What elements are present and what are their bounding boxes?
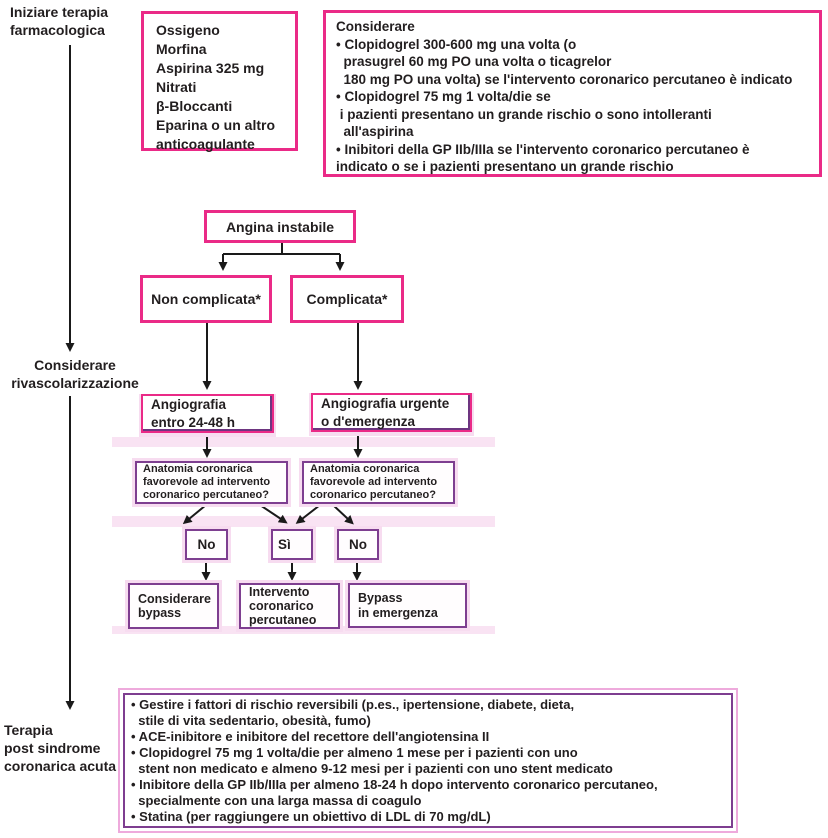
node-label: Complicata* <box>306 291 388 307</box>
label-text: Terapia <box>4 722 53 738</box>
med-item: Nitrati <box>156 79 197 95</box>
med-item: Eparina o un altro <box>156 117 276 133</box>
consider-line: • Inibitori della GP IIb/IIIa se l'inter… <box>336 141 750 157</box>
label-text: Considerare <box>34 357 116 373</box>
node-considerare-bypass: Considerare bypass <box>128 583 219 629</box>
node-non-complicata: Non complicata* <box>140 275 272 323</box>
node-label: No <box>197 536 216 552</box>
node-line: coronarico percutaneo? <box>143 489 269 501</box>
node-anatomia-right: Anatomia coronarica favorevole ad interv… <box>302 461 455 504</box>
node-label: Sì <box>278 536 291 552</box>
plan-line: • Inibitore della GP IIb/IIIa per almeno… <box>131 777 658 792</box>
node-label: Angina instabile <box>225 218 335 235</box>
consider-line: 180 mg PO una volta) se l'intervento cor… <box>336 71 793 87</box>
node-line: bypass <box>138 606 182 620</box>
node-angiografia-24-48: Angiografia entro 24-48 h <box>141 394 274 433</box>
node-line: favorevole ad intervento <box>310 476 438 488</box>
arrow-anatomy2-to-no <box>332 504 354 525</box>
arrow-anatomy1-to-no <box>182 504 207 525</box>
consider-line: all'aspirina <box>336 124 414 139</box>
label-text: Iniziare terapia <box>10 4 109 20</box>
label-text: farmacologica <box>10 22 105 38</box>
label-start-therapy: Iniziare terapia farmacologica <box>10 3 140 39</box>
med-item: Ossigeno <box>156 22 220 38</box>
plan-line: • Statina (per raggiungere un obiettivo … <box>131 809 491 824</box>
consider-line: • Clopidogrel 75 mg 1 volta/die se <box>336 89 551 104</box>
node-no-left: No <box>185 529 228 560</box>
node-no-right: No <box>337 529 379 560</box>
label-text: rivascolarizzazione <box>11 375 139 391</box>
node-line: percutaneo <box>249 613 317 627</box>
arrow-anatomy1-to-yes <box>259 504 288 524</box>
med-item: Morfina <box>156 41 207 57</box>
node-line: coronarico <box>249 599 314 613</box>
node-line: Angiografia <box>151 397 227 412</box>
label-consider-revasc: Considerare rivascolarizzazione <box>0 356 150 392</box>
node-si: Sì <box>271 529 313 560</box>
node-bypass-emergenza: Bypass in emergenza <box>348 583 467 628</box>
med-item: Aspirina 325 mg <box>156 60 265 76</box>
label-post-acs: Terapia post sindrome coronarica acuta <box>4 721 134 775</box>
plan-line: • ACE-inibitore e inibitore del recettor… <box>131 729 490 744</box>
node-line: Anatomia coronarica <box>143 463 253 475</box>
box-consider-antiplatelets: Considerare • Clopidogrel 300-600 mg una… <box>323 10 822 177</box>
node-line: Angiografia urgente <box>321 396 450 411</box>
consider-line: i pazienti presentano un grande rischio … <box>336 106 712 122</box>
node-angina-instabile: Angina instabile <box>204 210 356 243</box>
arrow-anatomy2-to-yes <box>295 504 321 524</box>
med-item: anticoagulante <box>156 136 255 152</box>
node-line: Intervento <box>249 585 310 599</box>
row-stripe <box>112 626 495 634</box>
node-anatomia-left: Anatomia coronarica favorevole ad interv… <box>135 461 288 504</box>
plan-line: specialmente con una larga massa di coag… <box>131 793 422 808</box>
label-text: post sindrome <box>4 740 101 756</box>
label-text: coronarica acuta <box>4 758 117 774</box>
node-line: Bypass <box>358 591 403 605</box>
plan-line: stile di vita sedentario, obesità, fumo) <box>131 713 371 728</box>
plan-line: • Clopidogrel 75 mg 1 volta/die per alme… <box>131 745 578 760</box>
node-pci: Intervento coronarico percutaneo <box>239 583 340 629</box>
row-stripe <box>112 437 495 447</box>
node-label: Non complicata* <box>151 291 261 307</box>
plan-line: stent non medicato e almeno 9-12 mesi pe… <box>131 761 613 776</box>
med-item: β-Bloccanti <box>156 98 233 114</box>
node-line: Anatomia coronarica <box>310 463 420 475</box>
node-line: entro 24-48 h <box>151 414 236 430</box>
node-line: in emergenza <box>358 605 438 620</box>
consider-line: indicato o se i pazienti presentano un g… <box>336 159 674 174</box>
node-angiografia-urgente: Angiografia urgente o d'emergenza <box>311 393 472 432</box>
plan-line: • Gestire i fattori di rischio reversibi… <box>131 697 575 712</box>
box-post-acs-plan-inner: • Gestire i fattori di rischio reversibi… <box>123 693 733 828</box>
node-line: o d'emergenza <box>321 413 415 429</box>
box-post-acs-plan: • Gestire i fattori di rischio reversibi… <box>118 688 738 833</box>
node-complicata: Complicata* <box>290 275 404 323</box>
consider-line: • Clopidogrel 300-600 mg una volta (o <box>336 36 577 52</box>
node-label: No <box>349 536 367 552</box>
node-line: Considerare <box>138 591 211 606</box>
consider-line: prasugrel 60 mg PO una volta o ticagrelo… <box>336 54 612 69</box>
node-line: favorevole ad intervento <box>143 476 271 488</box>
consider-line: Considerare <box>336 19 415 34</box>
node-line: coronarico percutaneo? <box>310 489 436 501</box>
box-medications: Ossigeno Morfina Aspirina 325 mg Nitrati… <box>141 11 298 152</box>
